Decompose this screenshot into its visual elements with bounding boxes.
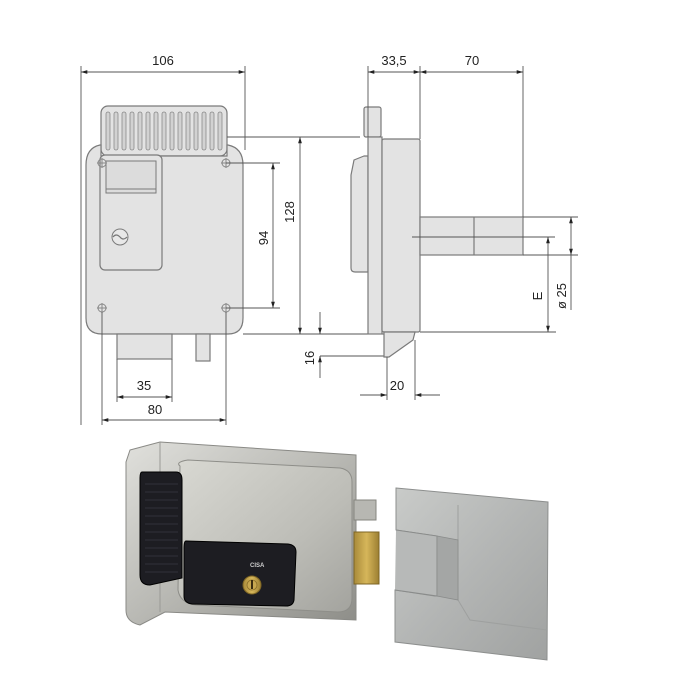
product-photo: CISA — [125, 441, 549, 661]
lock-body: CISA — [125, 441, 380, 626]
dim-latch-width: 20 — [390, 378, 404, 393]
front-dimensions — [80, 66, 400, 425]
grip-ridges — [145, 483, 178, 573]
dim-case-depth: 33,5 — [381, 53, 406, 68]
brand-label: CISA — [250, 563, 265, 569]
strike-plate — [394, 487, 549, 661]
technical-drawing: 106 33,5 70 94 128 E ø 25 16 20 35 80 — [80, 53, 578, 425]
side-view — [350, 106, 524, 358]
dim-cylinder-spacing: 35 — [137, 378, 151, 393]
front-view — [85, 105, 244, 362]
vent-slots — [105, 111, 223, 151]
dim-bolt-projection: 70 — [465, 53, 479, 68]
dim-case-width-bottom: 80 — [148, 402, 162, 417]
dim-latch-offset: 16 — [302, 351, 317, 365]
dim-overall-width: 106 — [152, 53, 174, 68]
side-dimensions — [360, 66, 578, 400]
dimension-labels: 106 33,5 70 94 128 E ø 25 16 20 35 80 — [137, 53, 569, 417]
dim-cylinder-diameter: ø 25 — [554, 283, 569, 309]
dim-fixing-holes: 94 — [256, 231, 271, 245]
dim-overall-height: 128 — [282, 201, 297, 223]
dim-backset: E — [530, 291, 545, 300]
